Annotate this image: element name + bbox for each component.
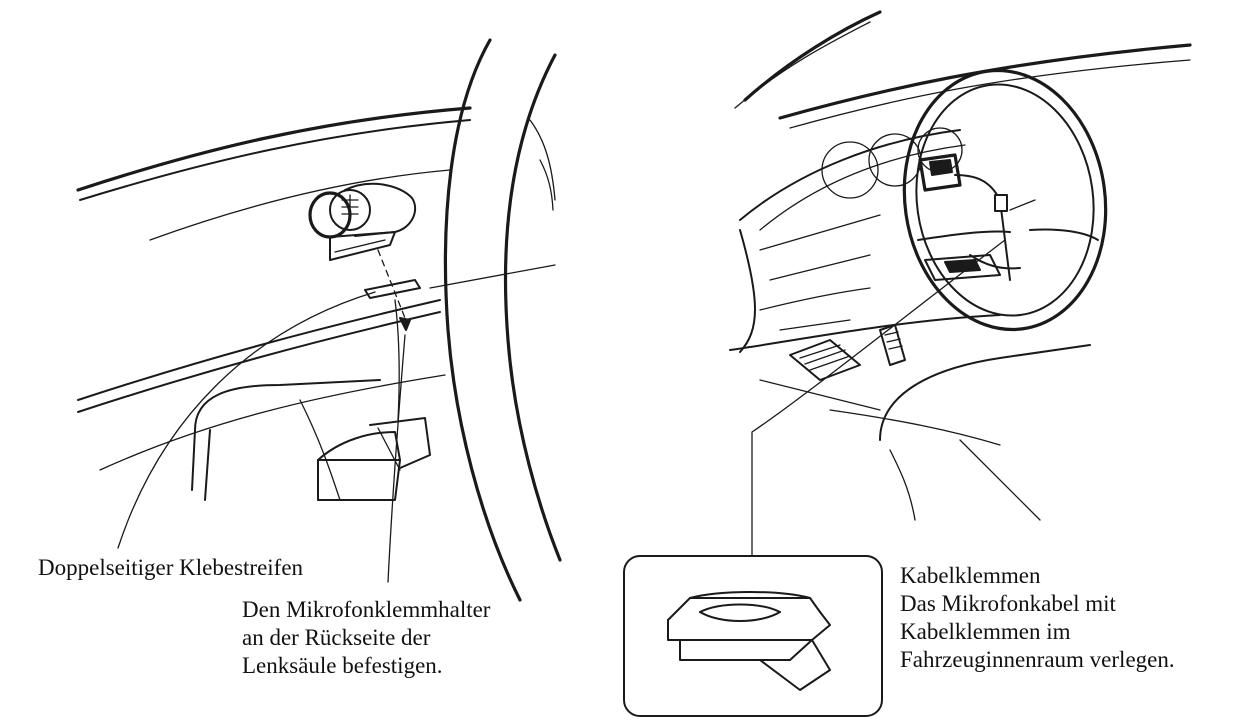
- callout-clamps-line-2: Das Mikrofonkabel mit: [900, 591, 1116, 616]
- callout-holder-line-2: an der Rückseite der: [242, 625, 431, 650]
- left-illustration: [76, 38, 562, 602]
- right-illustration: [623, 10, 1192, 717]
- callout-clamps-line-3: Kabelklemmen im: [900, 619, 1071, 644]
- callout-double-sided-tape: Doppelseitiger Klebestreifen: [38, 554, 303, 582]
- callout-cable-clamps: Kabelklemmen Das Mikrofonkabel mit Kabel…: [900, 562, 1175, 674]
- callout-holder-line-1: Den Mikrofonklemmhalter: [242, 597, 491, 622]
- callout-tape-text: Doppelseitiger Klebestreifen: [38, 555, 304, 580]
- callout-clamps-line-4: Fahrzeuginnenraum verlegen.: [900, 647, 1175, 672]
- callout-clamps-line-1: Kabelklemmen: [900, 563, 1041, 588]
- callout-microphone-holder: Den Mikrofonklemmhalter an der Rückseite…: [242, 596, 490, 680]
- callout-holder-line-3: Lenksäule befestigen.: [242, 653, 443, 678]
